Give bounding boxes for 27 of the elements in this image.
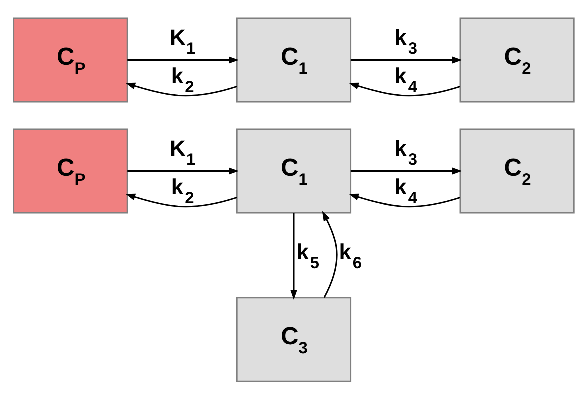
node-box: C$_{1}$ [236, 128, 352, 214]
arrow [126, 194, 238, 208]
arrow [128, 168, 240, 175]
arrow [128, 56, 240, 64]
edge-label: k$_{4}$ [394, 63, 418, 96]
arrow [126, 82, 238, 97]
edge-label: k$_{3}$ [394, 24, 418, 58]
arrow [348, 82, 461, 97]
arrow [350, 168, 462, 175]
node-box: C$_{2}$ [460, 18, 575, 103]
arrow [322, 211, 338, 298]
node-box: C$_{P}$ [13, 128, 128, 214]
arrow [290, 213, 298, 300]
node-box: C$_{P}$ [13, 18, 128, 103]
arrow [350, 56, 462, 64]
edge-label: k$_{4}$ [394, 174, 418, 208]
edge-label: K$_{1}$ [170, 24, 196, 58]
node-box: C$_{3}$ [236, 297, 352, 382]
node-box: C$_{2}$ [460, 128, 575, 214]
edge-label: k$_{5}$ [296, 239, 320, 272]
edge-label: k$_{3}$ [394, 136, 418, 169]
node-box: C$_{1}$ [236, 18, 352, 103]
arrow [348, 194, 461, 208]
edge-label: k$_{6}$ [339, 239, 362, 272]
edge-label: k$_{2}$ [171, 63, 194, 96]
edge-label: k$_{2}$ [171, 174, 194, 208]
edge-label: K$_{1}$ [170, 136, 196, 169]
